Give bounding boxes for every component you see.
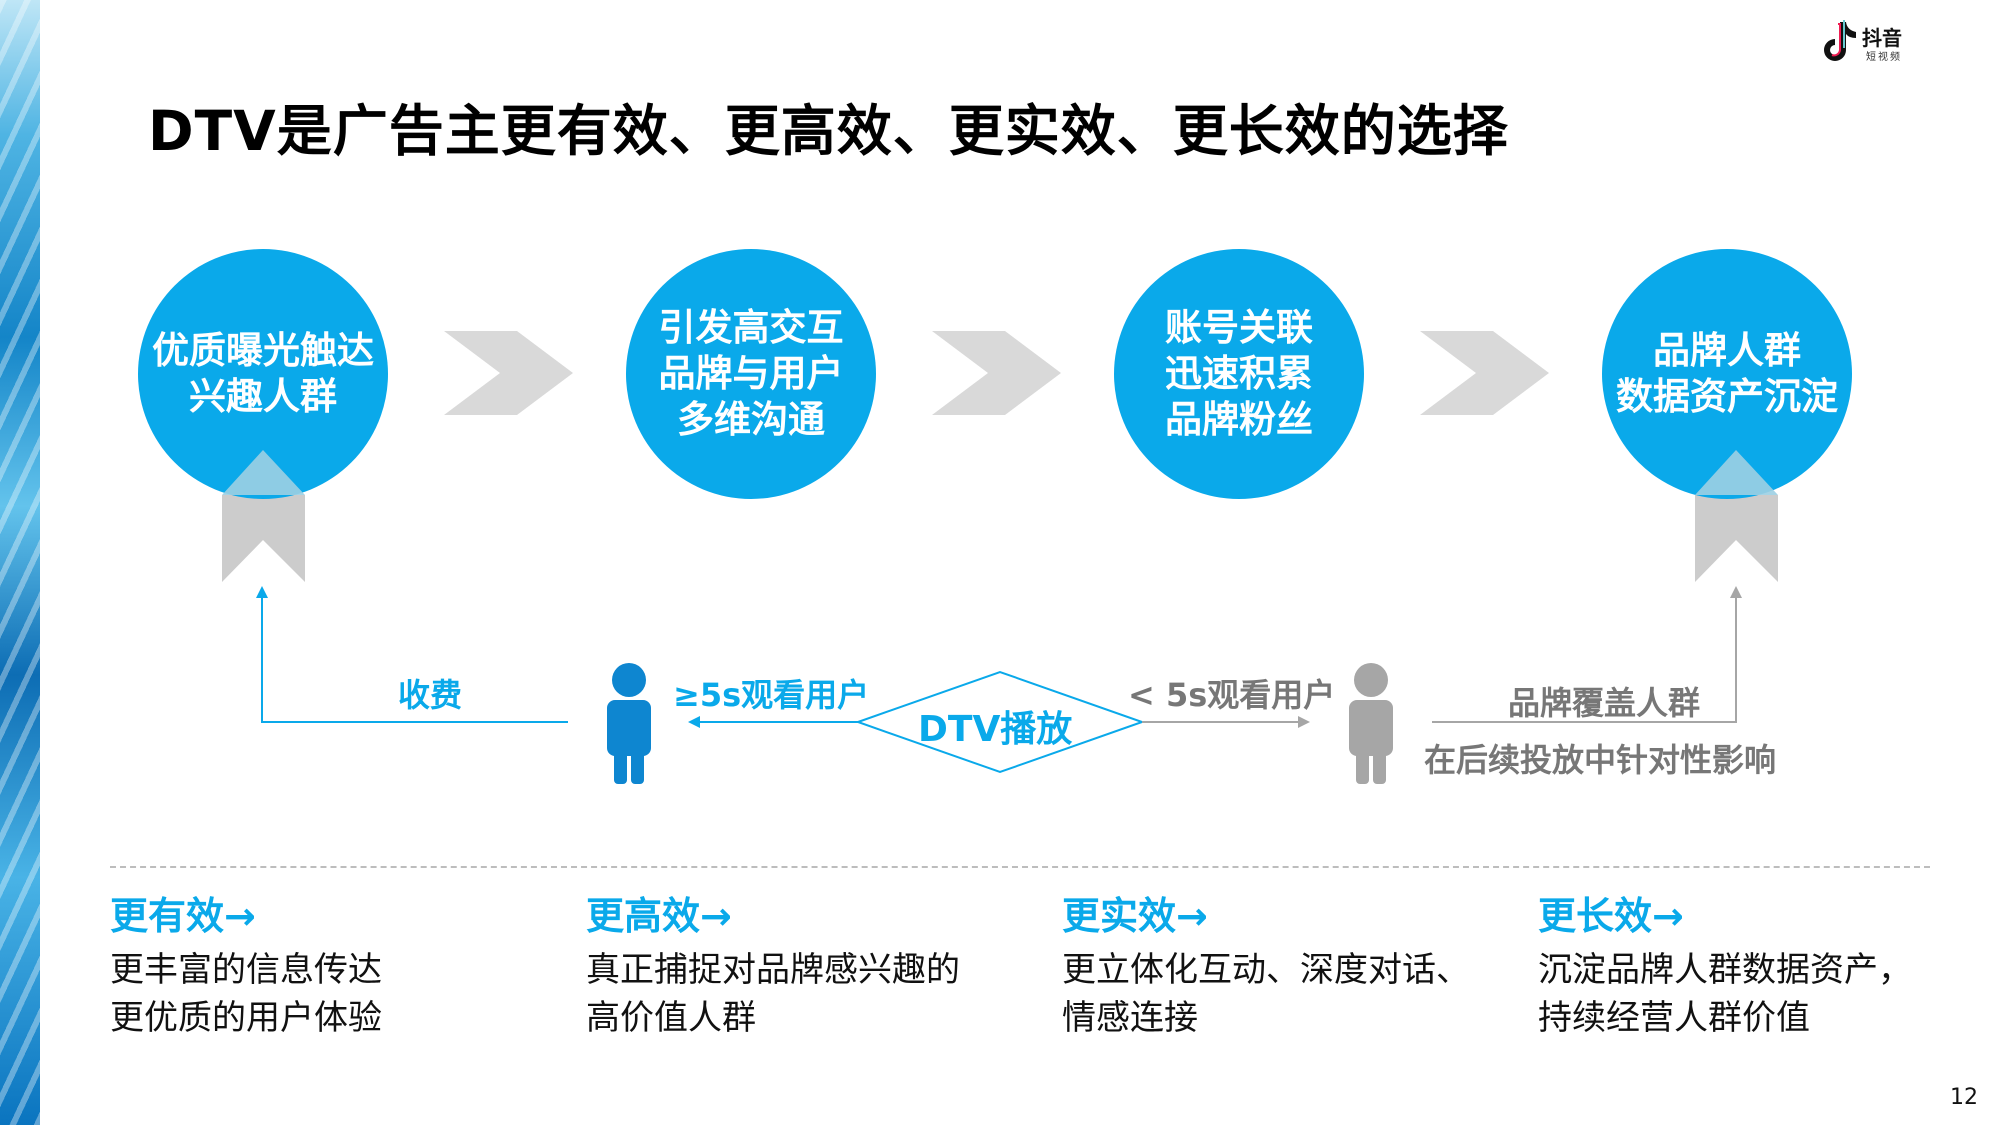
benefit-line: 更优质的用户体验 [110, 998, 382, 1038]
brand-cover-label: 品牌覆盖人群 [1508, 684, 1701, 722]
benefit-heading: 更长效→ [1538, 894, 1684, 938]
step-circle-2: 引发高交互品牌与用户多维沟通 [626, 249, 876, 499]
benefit-line: 持续经营人群价值 [1538, 998, 1810, 1038]
separator [110, 866, 1930, 868]
arrow-head-icon [688, 716, 700, 728]
ribbon-icon [1695, 495, 1778, 582]
benefit-line: 更立体化互动、深度对话、 [1062, 950, 1470, 990]
gray-person-icon [1349, 663, 1393, 784]
brand-arrow [1432, 592, 1737, 723]
watch-ge5-label: ≥5s观看用户 [673, 676, 870, 714]
arrow-head-icon [256, 586, 268, 598]
chevron-arrow-icon [1420, 331, 1549, 415]
ribbon-icon [222, 495, 305, 582]
dtv-play-label: DTV播放 [918, 709, 1073, 750]
benefit-line: 沉淀品牌人群数据资产， [1538, 950, 1912, 990]
chevron-arrow-icon [444, 331, 573, 415]
benefit-column-3: 更实效→ 更立体化互动、深度对话、 情感连接 [1062, 885, 1482, 1042]
benefit-line: 高价值人群 [586, 998, 756, 1038]
step-circle-3: 账号关联迅速积累品牌粉丝 [1114, 249, 1364, 499]
charge-arrow [261, 592, 568, 723]
benefit-heading: 更高效→ [586, 894, 732, 938]
benefit-column-2: 更高效→ 真正捕捉对品牌感兴趣的 高价值人群 [586, 885, 1006, 1042]
douyin-logo: 抖音 短视频 [1818, 18, 1928, 68]
benefit-heading: 更实效→ [1062, 894, 1208, 938]
arrow-head-icon [1298, 716, 1310, 728]
benefit-line: 真正捕捉对品牌感兴趣的 [586, 950, 960, 990]
logo-name: 抖音 [1862, 26, 1902, 50]
benefit-heading: 更有效→ [110, 894, 256, 938]
benefit-line: 情感连接 [1062, 998, 1198, 1038]
charge-label: 收费 [398, 676, 463, 714]
watch-lt5-label: < 5s观看用户 [1128, 676, 1336, 714]
logo-subtitle: 短视频 [1866, 52, 1902, 63]
benefit-line: 更丰富的信息传达 [110, 950, 382, 990]
benefit-column-1: 更有效→ 更丰富的信息传达 更优质的用户体验 [110, 885, 530, 1042]
brand-cover-note: 在后续投放中针对性影响 [1424, 741, 1777, 779]
page-number: 12 [1950, 1085, 1978, 1110]
douyin-note-icon [1824, 20, 1856, 61]
arrow-head-icon [1730, 586, 1742, 598]
blue-person-icon [607, 663, 651, 784]
step-circle-4: 品牌人群数据资产沉淀 [1602, 249, 1852, 499]
page-title: DTV是广告主更有效、更高效、更实效、更长效的选择 [148, 99, 1509, 163]
side-decoration [0, 0, 40, 1125]
benefit-column-4: 更长效→ 沉淀品牌人群数据资产， 持续经营人群价值 [1538, 885, 1958, 1042]
chevron-arrow-icon [932, 331, 1061, 415]
